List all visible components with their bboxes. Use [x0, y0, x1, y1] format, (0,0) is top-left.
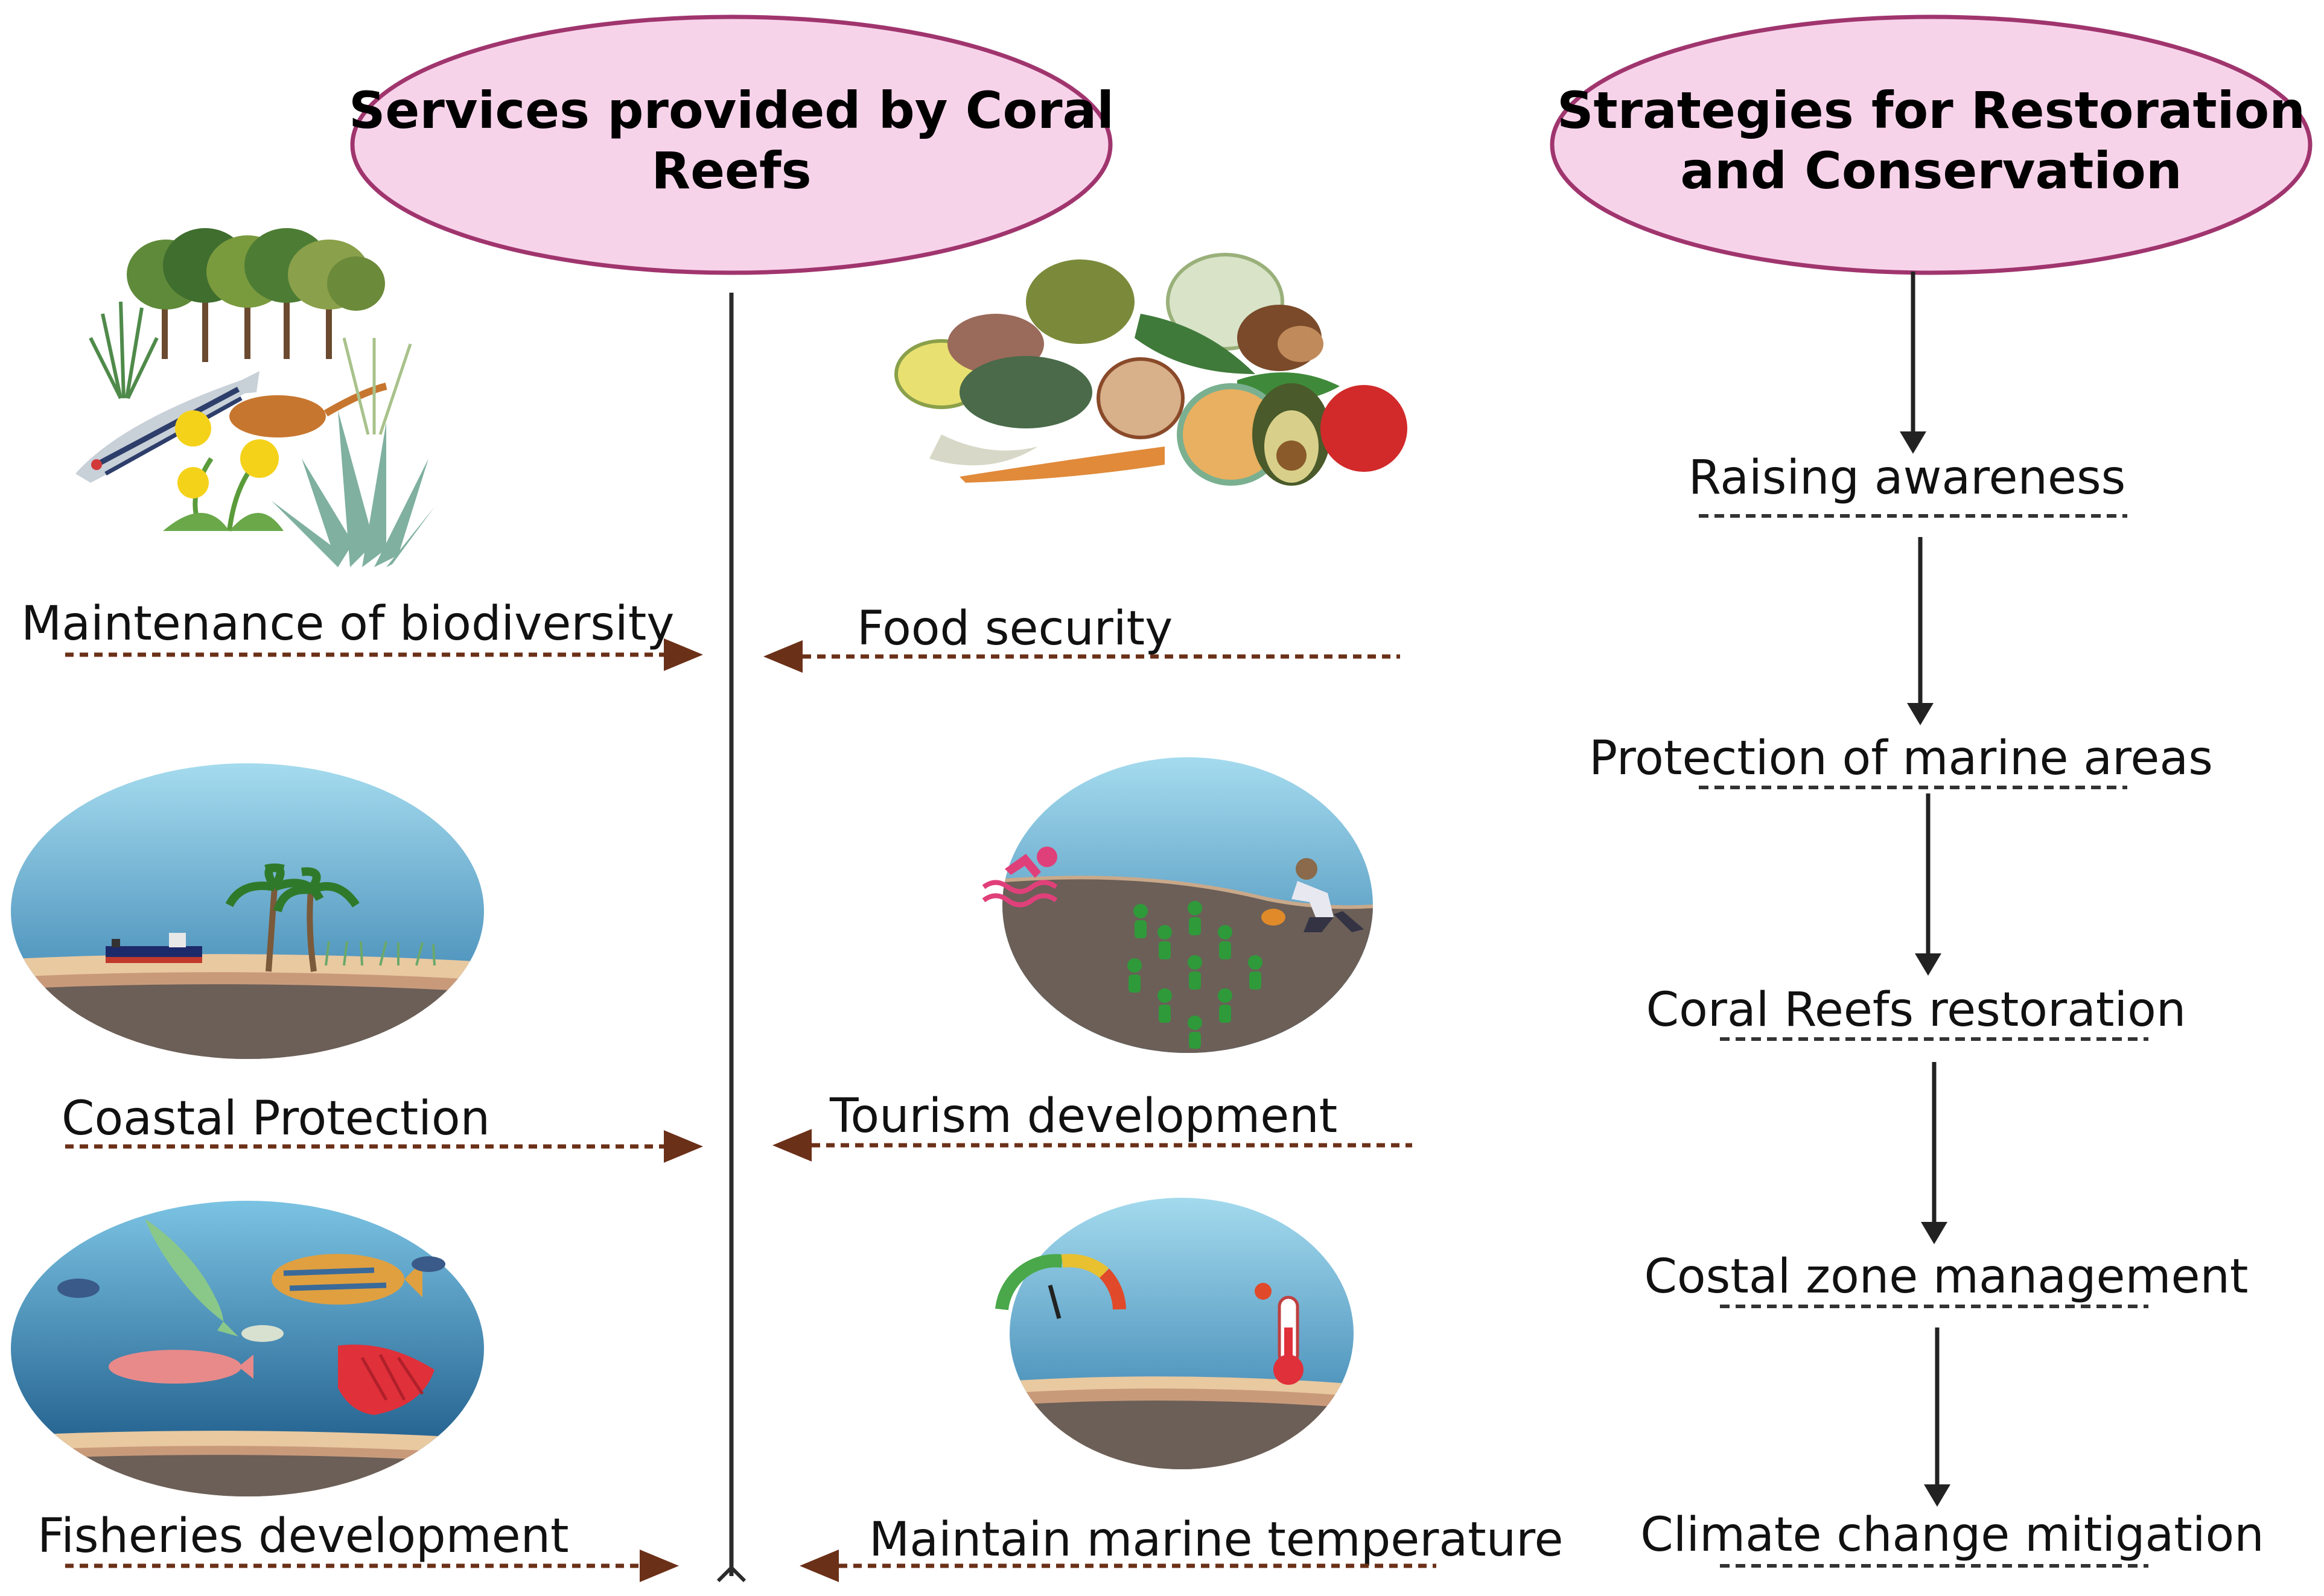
strategy-flow-arrows — [1911, 272, 1940, 1487]
strategy-protection-marine-areas: Protection of marine areas — [1589, 731, 2213, 786]
seagrass-icon — [325, 941, 436, 966]
label-fisheries: Fisheries development — [37, 1509, 569, 1563]
strategy-flow-arrowheads — [1900, 431, 1950, 1507]
label-tourism: Tourism development — [829, 1089, 1337, 1143]
grass-icon — [89, 301, 159, 399]
dandelion-icon — [163, 410, 284, 532]
swimmer-icon — [982, 847, 1058, 908]
people-community-icon — [1127, 901, 1262, 1049]
label-temperature: Maintain marine temperature — [869, 1513, 1564, 1567]
strategy-climate-mitigation: Climate change mitigation — [1640, 1508, 2264, 1562]
palm-tree-icon — [225, 863, 360, 972]
zebrafish-icon — [75, 371, 259, 483]
strategy-costal-zone-management: Costal zone management — [1644, 1250, 2248, 1304]
label-biodiversity: Maintenance of biodiversity — [21, 597, 674, 651]
tourism-illustration — [982, 757, 1373, 1053]
arrowhead-tourism — [772, 1129, 812, 1162]
label-food-security: Food security — [857, 602, 1173, 656]
strategy-underlines — [1699, 514, 2148, 1568]
strategies-title-line2: and Conservation — [1680, 141, 2182, 200]
strategies-title-box: Strategies for Restoration and Conservat… — [1550, 14, 2313, 275]
arrowhead-fisheries — [640, 1550, 679, 1582]
fish-icon — [57, 1219, 445, 1415]
trees-icon — [127, 228, 385, 362]
temperature-illustration — [995, 1198, 1354, 1469]
central-divider-line — [716, 293, 747, 1583]
biodiversity-illustration — [75, 228, 435, 567]
service-arrows — [65, 652, 1436, 1568]
strategies-title-line1: Strategies for Restoration — [1557, 81, 2305, 140]
services-title-line2: Reefs — [651, 141, 811, 200]
agave-icon — [272, 410, 435, 567]
arrowhead-coastal — [664, 1130, 703, 1163]
service-arrowheads — [640, 638, 839, 1582]
strategy-raising-awareness: Raising awareness — [1689, 451, 2125, 505]
label-coastal-protection: Coastal Protection — [62, 1092, 490, 1146]
diver-person-icon — [1261, 858, 1364, 932]
arrowhead-temperature — [800, 1550, 839, 1582]
thermometer-icon — [1255, 1283, 1304, 1385]
coastal-illustration — [11, 763, 484, 1059]
arrowhead-food — [763, 640, 803, 673]
arrowhead-biodiversity — [664, 638, 703, 671]
food-illustration — [894, 253, 1407, 486]
gauge-icon — [995, 1254, 1126, 1319]
strategy-coral-restoration: Coral Reefs restoration — [1646, 983, 2186, 1037]
vegetables-icon — [894, 253, 1407, 486]
reeds-icon — [342, 337, 412, 435]
fisheries-illustration — [11, 1201, 484, 1496]
ship-icon — [106, 933, 202, 963]
services-title-line1: Services provided by Coral — [349, 81, 1114, 140]
services-title-box: Services provided by Coral Reefs — [349, 14, 1114, 275]
